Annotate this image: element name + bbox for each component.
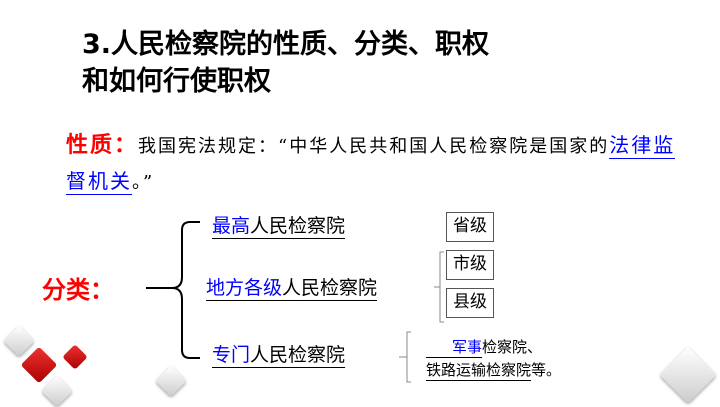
example-1: 检察院、 [482,338,543,356]
special-rest: 人民检察院 [250,344,346,366]
decor-diamond-icon [20,346,58,384]
decor-diamond-icon [62,344,88,370]
decor-diamond-icon [155,365,187,397]
nature-paragraph: 性质：我国宪法规定：“中华人民共和国人民检察院是国家的法律监督机关。” [66,128,686,200]
supreme-rest: 人民检察院 [250,215,346,237]
level-box: 市级 [446,250,494,280]
local-brace-icon [434,251,444,323]
special-hl: 专门 [212,344,251,366]
classification-label: 分类： [42,276,114,304]
level-box: 省级 [446,212,494,242]
title-line-1: 3.人民检察院的性质、分类、职权 [82,29,490,60]
supreme-hl: 最高 [212,215,251,237]
example-2: 铁路运输检察院 [426,361,532,381]
nature-text: 我国宪法规定：“中华人民共和国人民检察院是国家的 [138,136,610,157]
slide-title: 3.人民检察院的性质、分类、职权和如何行使职权 [82,26,489,100]
nature-end: 。” [132,172,155,193]
main-brace-icon [146,221,200,359]
special-examples: 军事检察院、 铁路运输检察院等。 [426,336,561,382]
local-procuratorate: 地方各级人民检察院 [206,273,378,301]
local-hl: 地方各级 [206,277,283,299]
special-procuratorate: 专门人民检察院 [212,340,346,368]
local-rest: 人民检察院 [282,277,378,299]
supreme-procuratorate: 最高人民检察院 [212,211,346,239]
military-hl: 军事 [452,338,483,356]
decor-diamond-icon [3,325,35,357]
level-box: 县级 [446,288,494,318]
nature-highlight: 法律监督机关 [66,133,676,195]
example-end: 等。 [531,361,562,379]
title-line-2: 和如何行使职权 [82,66,271,97]
decor-diamond-icon [41,375,73,407]
nature-label: 性质： [66,133,139,158]
special-brace-icon [399,331,411,383]
decor-diamond-icon [659,346,717,404]
